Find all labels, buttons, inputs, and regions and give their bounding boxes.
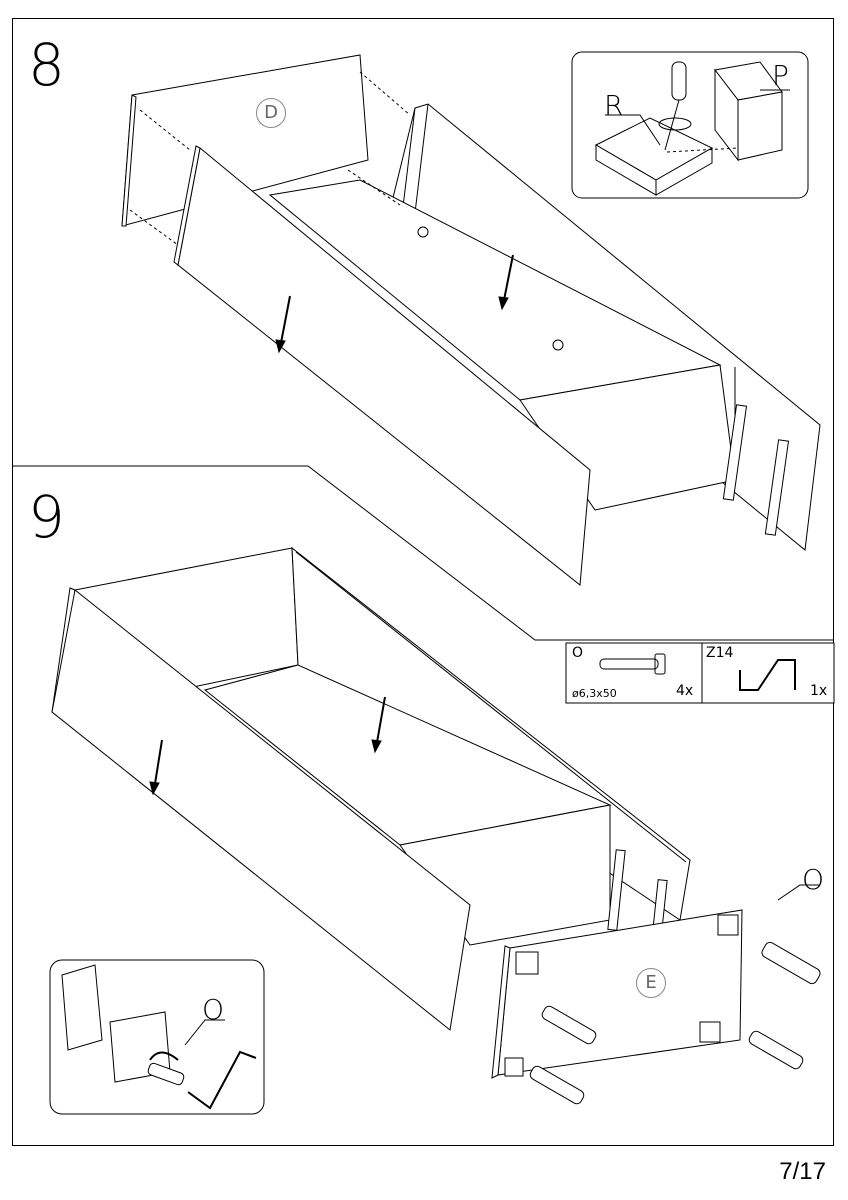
screw-1 [541, 1005, 597, 1045]
screw-label-o: O [802, 863, 825, 896]
step-divider [13, 465, 834, 641]
step-number-9: 9 [28, 483, 65, 551]
step-number-8: 8 [28, 31, 65, 99]
part-qty-o: 4x [676, 683, 694, 699]
detail-screw-label-o: O [202, 993, 225, 1026]
page-frame [12, 18, 834, 1146]
panel-e [497, 909, 743, 1076]
panel-label-e: E [636, 968, 666, 998]
detail-label-r: R [604, 89, 624, 122]
screw-3 [761, 941, 821, 985]
screw-4 [748, 1030, 804, 1070]
page-number: 7/17 [779, 1158, 826, 1185]
part-qty-z14: 1x [810, 683, 828, 699]
part-code-o: O [572, 645, 584, 661]
step9-front-panel [51, 589, 471, 1031]
detail-label-p: P [772, 59, 789, 92]
part-size-o: ø6,3x50 [572, 687, 617, 700]
screw-2 [529, 1065, 585, 1105]
panel-label-d: D [256, 98, 286, 128]
parts-table [565, 642, 835, 704]
part-code-z14: Z14 [706, 645, 734, 661]
